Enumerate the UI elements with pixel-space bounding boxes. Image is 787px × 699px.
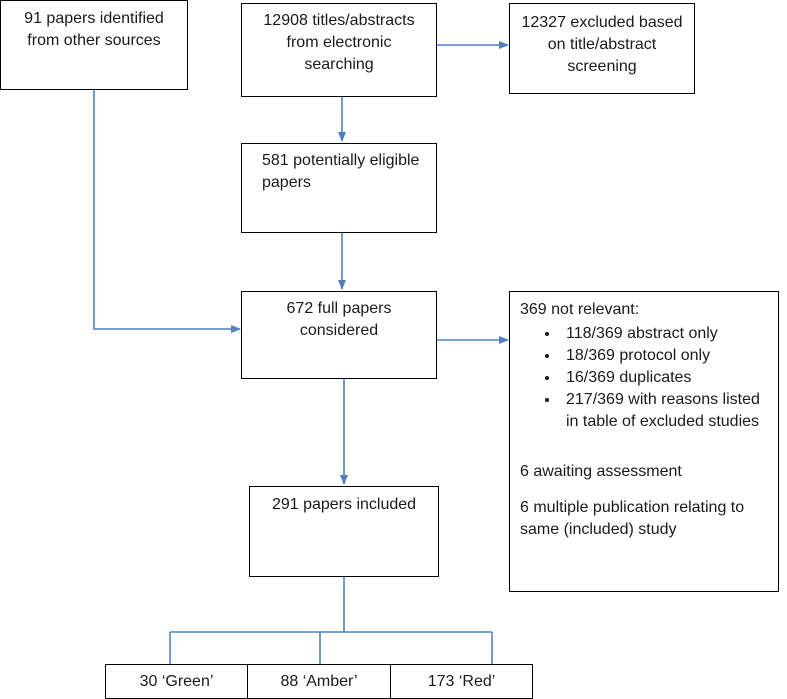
box-excluded-screening: 12327 excluded based on title/abstract s… <box>509 3 695 94</box>
box-potentially-eligible: 581 potentially eligible papers <box>241 143 437 233</box>
amber-text: 88 ‘Amber’ <box>280 673 358 690</box>
box-green: 30 ‘Green’ <box>105 664 248 699</box>
not-relevant-item: 217/369 with reasons listed in table of … <box>560 389 768 433</box>
full-papers-text: 672 full papers considered <box>286 300 392 339</box>
other-sources-text: 91 papers identified from other sources <box>24 10 164 49</box>
eligible-text: 581 potentially eligible papers <box>262 152 420 191</box>
not-relevant-heading: 369 not relevant: <box>520 301 640 318</box>
included-text: 291 papers included <box>271 496 417 513</box>
not-relevant-item: 16/369 duplicates <box>560 367 768 389</box>
box-other-sources: 91 papers identified from other sources <box>0 0 188 90</box>
electronic-text: 12908 titles/abstracts from electronic s… <box>263 12 415 73</box>
box-electronic-searching: 12908 titles/abstracts from electronic s… <box>241 3 437 97</box>
box-full-papers: 672 full papers considered <box>241 291 437 379</box>
excluded-text: 12327 excluded based on title/abstract s… <box>521 14 683 75</box>
multiple-publication-text: 6 multiple publication relating to same … <box>520 499 745 538</box>
awaiting-assessment-text: 6 awaiting assessment <box>520 463 682 480</box>
box-red: 173 ‘Red’ <box>390 664 533 699</box>
box-amber: 88 ‘Amber’ <box>247 664 391 699</box>
red-text: 173 ‘Red’ <box>427 673 496 690</box>
arrow-other-to-full <box>93 90 241 333</box>
not-relevant-item: 18/369 protocol only <box>560 345 768 367</box>
box-not-relevant: 369 not relevant: 118/369 abstract only … <box>509 291 779 592</box>
green-text: 30 ‘Green’ <box>139 673 214 690</box>
not-relevant-list: 118/369 abstract only 18/369 protocol on… <box>520 323 768 433</box>
not-relevant-item: 118/369 abstract only <box>560 323 768 345</box>
box-papers-included: 291 papers included <box>249 486 439 577</box>
